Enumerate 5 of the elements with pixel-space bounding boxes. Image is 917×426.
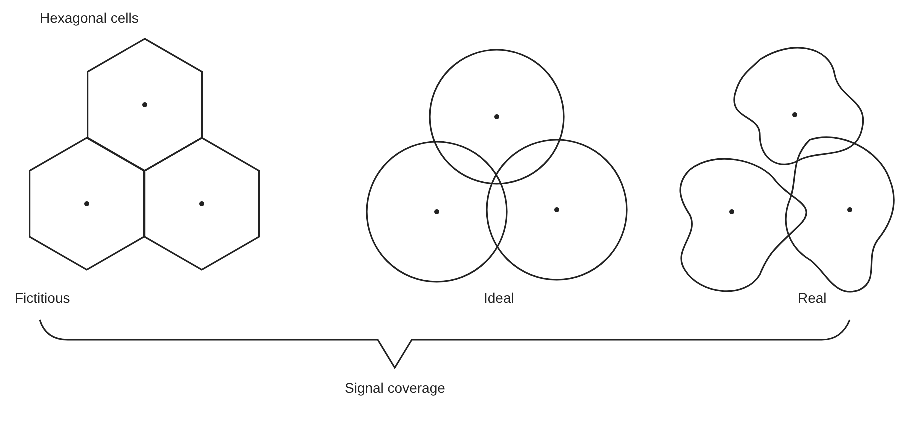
caption-label: Fictitious (15, 290, 70, 306)
caption-label: Signal coverage (345, 380, 446, 396)
caption-label: Real (798, 290, 827, 306)
caption-label: Ideal (484, 290, 514, 306)
figure-heading: Hexagonal cells (40, 10, 139, 26)
